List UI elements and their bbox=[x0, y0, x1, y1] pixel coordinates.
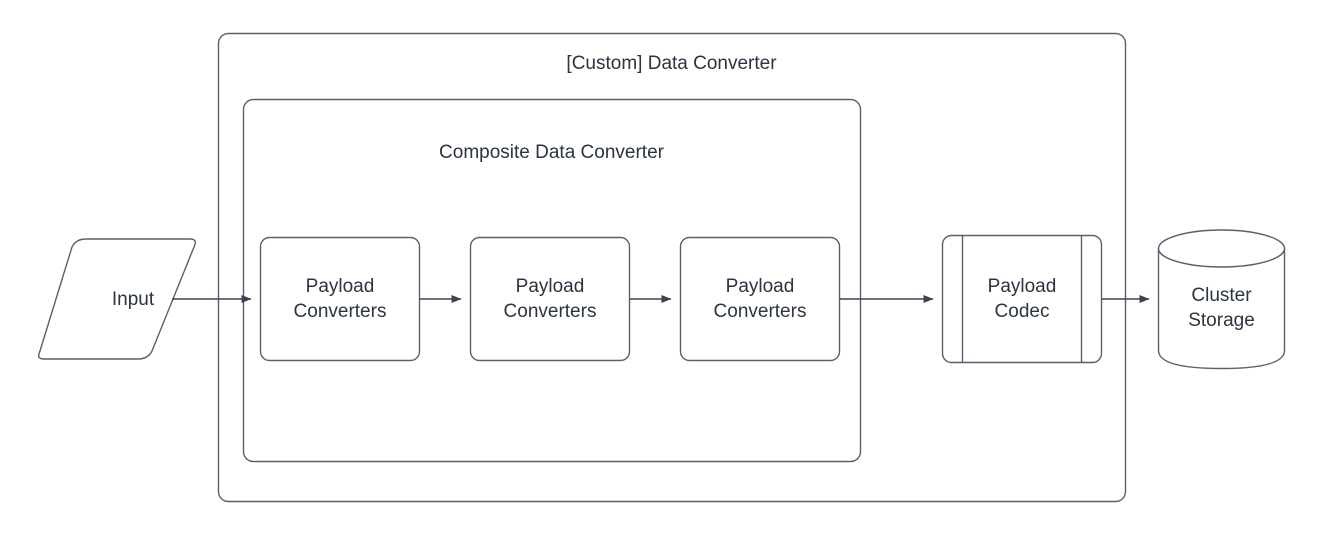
container-title-composite-data-converter: Composite Data Converter bbox=[439, 142, 664, 163]
node-payload-converters-1-shape[interactable] bbox=[259, 236, 421, 362]
node-payload-converters-2-shape[interactable] bbox=[469, 236, 631, 362]
node-payload-converters-3-shape[interactable] bbox=[679, 236, 841, 362]
node-payload-codec-shape[interactable] bbox=[941, 234, 1103, 364]
container-title-custom-data-converter: [Custom] Data Converter bbox=[566, 53, 777, 74]
node-input-shape[interactable] bbox=[37, 238, 197, 360]
node-cluster-storage-shape[interactable] bbox=[1157, 229, 1286, 370]
